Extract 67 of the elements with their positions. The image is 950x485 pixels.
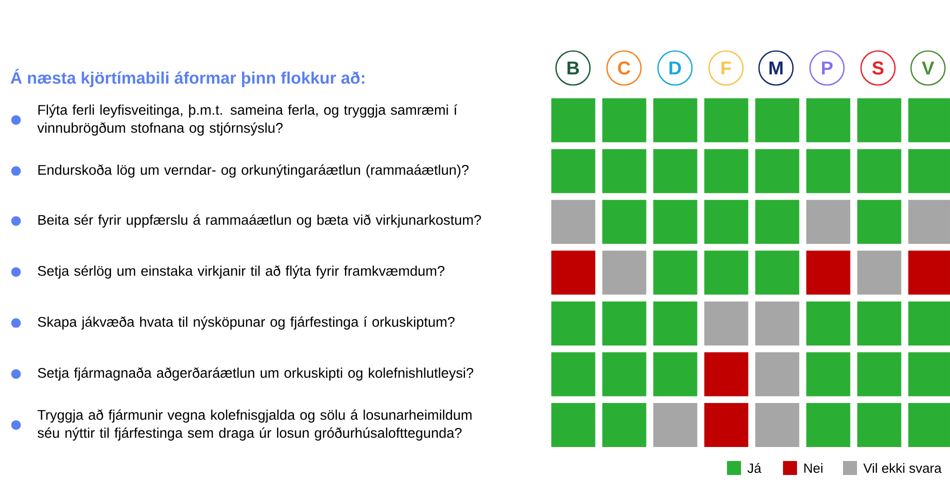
answer-cell bbox=[653, 149, 698, 194]
answer-cell bbox=[806, 98, 850, 142]
answer-cell bbox=[806, 149, 850, 194]
answer-cell bbox=[755, 98, 800, 142]
question-text: Tryggja að fjármunir vegna kolefnisgjalda og sölu á losunarheimildum séu nýttir til fjárfestinga sem draga úr losun gróðurhúsalofttegunda? bbox=[38, 409, 472, 441]
answer-cell bbox=[602, 149, 646, 194]
answer-cell bbox=[551, 352, 596, 396]
answer-cell bbox=[908, 352, 950, 396]
legend-label: Já bbox=[747, 463, 762, 473]
answer-cell bbox=[551, 301, 596, 346]
answer-cell bbox=[857, 352, 902, 396]
answer-cell bbox=[908, 250, 950, 295]
legend-label: Vil ekki svara bbox=[863, 463, 942, 473]
question-text: Endurskoða lög um verndar- og orkunýtingaráætlun (rammaáætlun)? bbox=[38, 164, 469, 178]
question-text: Skapa jákvæða hvata til nýsköpunar og fjárfestinga í orkuskiptum? bbox=[38, 316, 455, 330]
answer-cell bbox=[704, 250, 748, 295]
answer-cell bbox=[653, 352, 698, 396]
answer-cell bbox=[908, 98, 950, 142]
answer-cell bbox=[755, 250, 800, 295]
answer-cell bbox=[755, 301, 800, 346]
answer-cell bbox=[551, 149, 596, 194]
answer-cell bbox=[908, 200, 950, 244]
answer-cell bbox=[755, 200, 800, 244]
question-text: Setja sérlög um einstaka virkjanir til að flýta fyrir framkvæmdum? bbox=[38, 265, 444, 279]
answer-cell bbox=[857, 250, 902, 295]
answer-cell bbox=[704, 149, 748, 194]
answer-cell bbox=[653, 250, 698, 295]
answer-cell bbox=[857, 301, 902, 346]
answer-cell bbox=[653, 301, 698, 346]
answer-cell bbox=[806, 200, 850, 244]
answer-cell bbox=[755, 352, 800, 396]
answer-cell bbox=[857, 98, 902, 142]
answer-cell bbox=[857, 200, 902, 244]
answer-cell bbox=[602, 403, 646, 448]
answer-cell bbox=[602, 98, 646, 142]
answer-cell bbox=[551, 98, 596, 142]
answer-cell bbox=[857, 149, 902, 194]
answer-cell bbox=[602, 352, 646, 396]
answer-cell bbox=[653, 98, 698, 142]
answer-cell bbox=[908, 149, 950, 194]
answer-cell bbox=[602, 301, 646, 346]
answer-cell bbox=[908, 403, 950, 448]
answer-cell bbox=[551, 200, 596, 244]
answer-cell bbox=[857, 403, 902, 448]
question-text: Flýta ferli leyfisveitinga, þ.m.t. sameina ferla, og tryggja samræmi í vinnubrögðum stofnana og stjórnsýslu? bbox=[37, 104, 458, 136]
answer-cell bbox=[908, 301, 950, 346]
answer-cell bbox=[806, 250, 850, 295]
answer-cell bbox=[704, 98, 748, 142]
answer-cell bbox=[602, 250, 646, 295]
answer-cell bbox=[551, 403, 596, 448]
legend-label: Nei bbox=[804, 463, 822, 473]
answer-cell bbox=[602, 200, 646, 244]
answer-cell bbox=[755, 149, 800, 194]
answer-cell bbox=[704, 301, 748, 346]
answer-cell bbox=[704, 403, 748, 448]
answer-cell bbox=[704, 200, 748, 244]
answer-cell bbox=[806, 301, 850, 346]
answer-cell bbox=[653, 403, 698, 448]
title: Á næsta kjörtímabili áformar þinn flokkur að: bbox=[10, 68, 364, 88]
question-text: Setja fjármagnaða aðgerðaráætlun um orkuskipti og kolefnishlutleysi? bbox=[38, 367, 474, 381]
question-text: Beita sér fyrir uppfærslu á rammaáætlun og bæta við virkjunarkostum? bbox=[38, 214, 481, 228]
answer-cell bbox=[806, 403, 850, 448]
answer-cell bbox=[551, 250, 596, 295]
answer-cell bbox=[653, 200, 698, 244]
answer-cell bbox=[704, 352, 748, 396]
answer-cell bbox=[806, 352, 850, 396]
answer-cell bbox=[755, 403, 800, 448]
